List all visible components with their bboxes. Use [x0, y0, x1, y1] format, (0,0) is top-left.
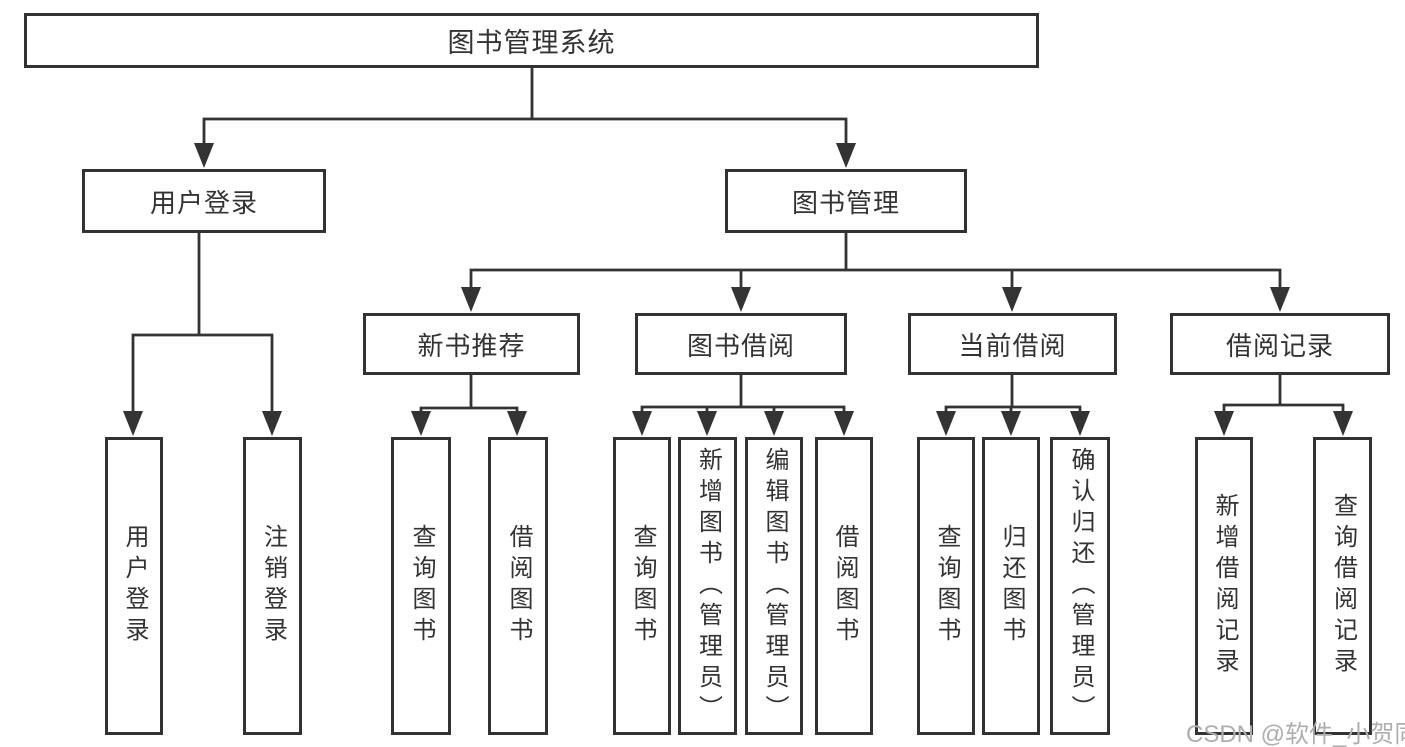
connector-borrowing-children [640, 375, 846, 415]
leaf-query-books-borrowing: 查询图书 [613, 437, 671, 735]
connector-records-children [1222, 375, 1345, 415]
node-user-login-label: 用户登录 [149, 187, 258, 218]
leaf-return-books: 归还图书 [982, 437, 1040, 735]
leaf-query-books-recommend: 查询图书 [391, 437, 451, 735]
connector-root-to-level2 [202, 68, 848, 148]
node-new-book-recommend-label: 新书推荐 [417, 330, 526, 361]
leaf-edit-book-admin: 编辑图书（管理员） [745, 437, 803, 735]
connector-user-login-children [131, 233, 274, 416]
node-new-book-recommend: 新书推荐 [363, 313, 580, 375]
watermark: CSDN @软件_小贺同学 [1186, 721, 1405, 747]
node-book-management: 图书管理 [725, 169, 967, 233]
arrowheads [123, 143, 1353, 436]
leaf-add-borrow-record: 新增借阅记录 [1195, 437, 1253, 735]
node-user-login: 用户登录 [82, 169, 326, 233]
node-book-management-label: 图书管理 [791, 187, 900, 218]
node-book-borrowing-label: 图书借阅 [686, 330, 795, 361]
node-current-borrowing-label: 当前借阅 [958, 330, 1067, 361]
node-library-system: 图书管理系统 [24, 13, 1039, 68]
connector-book-mgmt-children [469, 233, 1282, 292]
node-library-system-label: 图书管理系统 [447, 28, 616, 58]
leaf-query-books-current: 查询图书 [917, 437, 975, 735]
connector-new-books-children [419, 375, 519, 416]
leaf-confirm-return-admin: 确认归还（管理员） [1050, 437, 1110, 735]
leaf-add-book-admin: 新增图书（管理员） [678, 437, 737, 735]
leaf-borrow-books-recommend: 借阅图书 [488, 437, 548, 735]
connector-current-children [944, 375, 1082, 415]
node-borrowing-records-label: 借阅记录 [1225, 330, 1334, 361]
node-current-borrowing: 当前借阅 [908, 313, 1117, 375]
leaf-borrow-books: 借阅图书 [815, 437, 873, 735]
leaf-query-borrow-record: 查询借阅记录 [1313, 437, 1372, 735]
node-book-borrowing: 图书借阅 [635, 313, 847, 375]
leaf-user-login: 用户登录 [105, 437, 163, 735]
node-borrowing-records: 借阅记录 [1170, 313, 1390, 375]
leaf-logout: 注销登录 [243, 437, 302, 735]
